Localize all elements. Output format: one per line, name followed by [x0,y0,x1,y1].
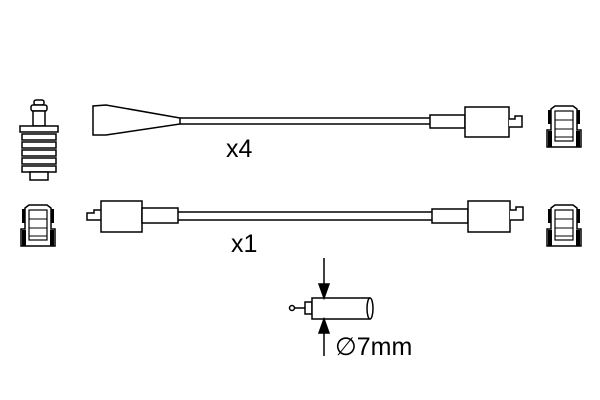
diameter-arrows [317,258,331,356]
cable-x4 [92,104,523,138]
cable-x1 [86,200,524,233]
cable-cross-section [288,297,374,320]
cable-x4-quantity-label: x4 [226,135,253,163]
right-top-boot-connector-icon [546,105,582,148]
cable-x1-quantity-label: x1 [231,230,257,258]
left-boot-connector-icon [20,204,56,247]
plug-terminal-icon [19,99,59,181]
diameter-value: 7mm [357,333,413,361]
diameter-symbol: ∅ [335,333,357,361]
right-bottom-boot-connector-icon [546,204,582,247]
diameter-label: ∅7mm [335,333,412,361]
